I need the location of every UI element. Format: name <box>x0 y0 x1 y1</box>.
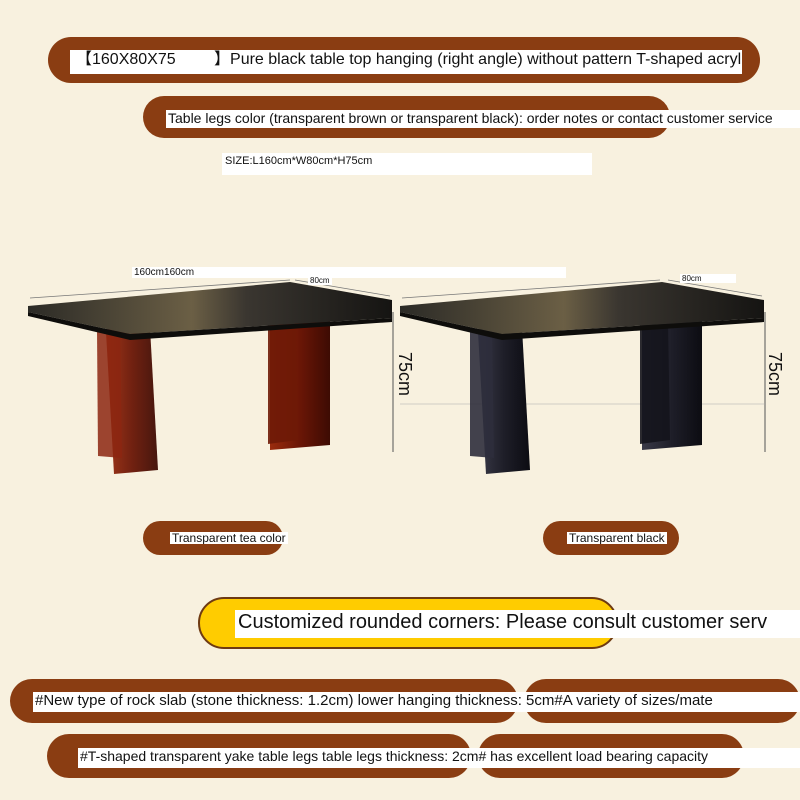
custom-corners: Customized rounded corners: Please consu… <box>235 610 800 638</box>
width-label-left: 80cm <box>308 276 332 285</box>
height-label-left: 75cm <box>395 352 415 397</box>
size-code: 【160X80X75 <box>76 51 176 68</box>
legs-note: Table legs color (transparent brown or t… <box>166 110 800 128</box>
width-label-right: 80cm <box>680 274 736 283</box>
size-line: SIZE:L160cm*W80cm*H75cm <box>222 153 592 175</box>
feature-1: #New type of rock slab (stone thickness:… <box>33 692 800 712</box>
table-black <box>400 279 766 474</box>
table-tea <box>28 279 394 474</box>
variant-tea-label: Transparent tea color <box>170 532 288 544</box>
header-description: Pure black table top hanging (right angl… <box>230 51 742 68</box>
header-description-label: 】Pure black table top hanging (right ang… <box>210 50 742 74</box>
height-label-right: 75cm <box>765 352 785 397</box>
size-code-label: 【160X80X75 <box>70 50 216 74</box>
feature-2: #T-shaped transparent yake table legs ta… <box>78 748 800 768</box>
length-label-left: 160cm160cm <box>132 267 566 278</box>
size-code-close: 】 <box>214 51 231 68</box>
variant-black-label: Transparent black <box>567 532 667 544</box>
